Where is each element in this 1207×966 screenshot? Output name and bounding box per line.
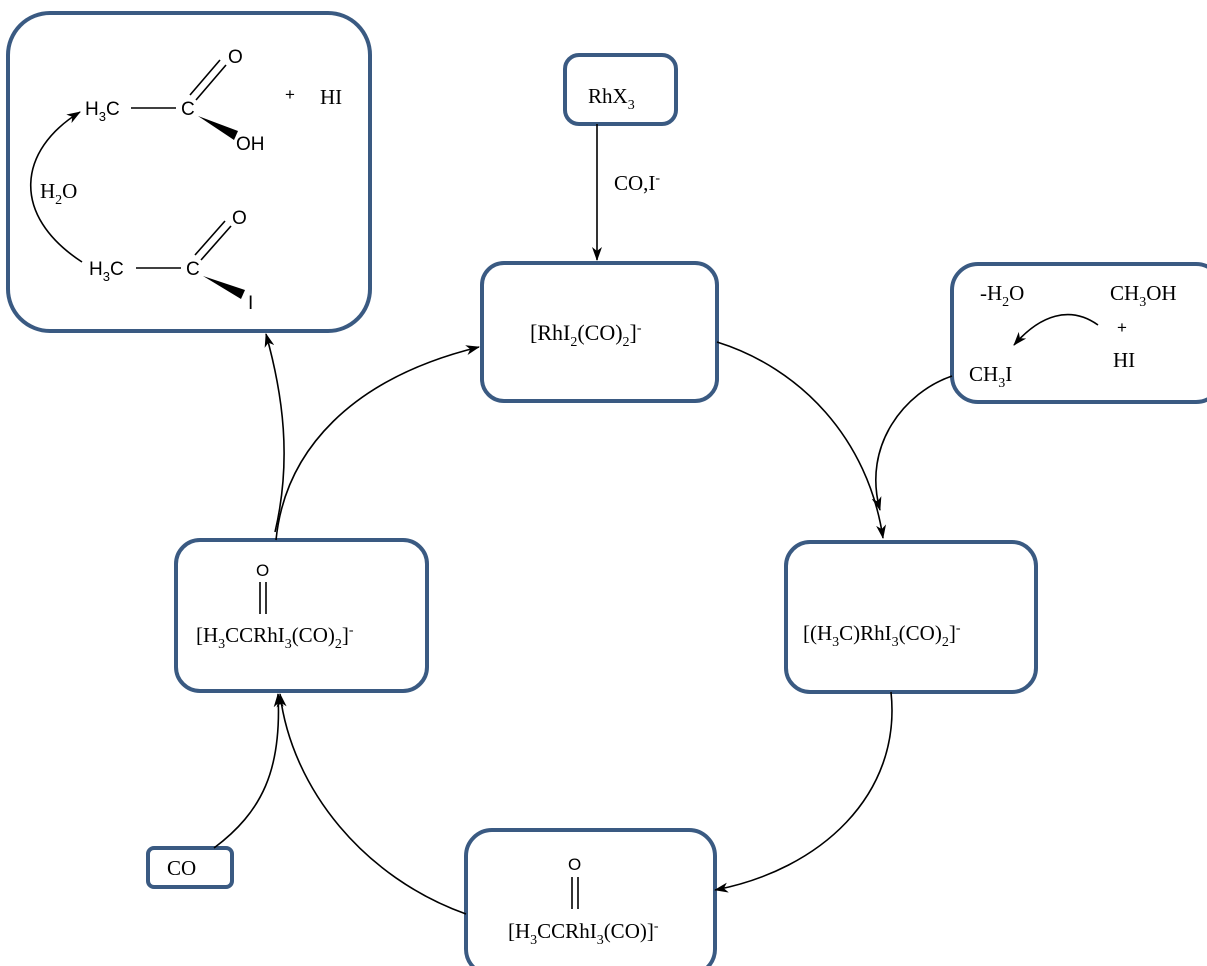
methanol-box-hydrogen-iodide: HI: [1113, 348, 1135, 372]
acetic-acid-co-double-bond-b: [189, 59, 221, 96]
acetyl-iodide-carbon: C: [186, 259, 200, 280]
water-label: H2O: [40, 179, 77, 208]
acetyl-iodide-methyl: H3C: [89, 259, 124, 284]
rhx3-box: [563, 53, 678, 126]
catalyst-box: [480, 261, 719, 403]
minus-water-label: -H2O: [980, 281, 1024, 310]
acetic-acid-co-double-bond-a: [195, 64, 227, 101]
migration-intermediate-box: [464, 828, 717, 966]
acetyl-iodide-wedge-bond: [203, 276, 245, 299]
product-plus: +: [285, 85, 295, 104]
acetyl-iodide-co-double-bond-a: [200, 225, 232, 261]
methanol-box: [950, 262, 1207, 404]
migration-carbonyl-oxygen: O: [568, 855, 581, 874]
arrow-methyl-iodide-to-oxidative-adduct: [871, 375, 953, 511]
acyl-carbonyl-oxygen: O: [256, 561, 269, 580]
methanol-label: CH3OH: [1110, 281, 1177, 310]
acyl-complex-label: [H3CCRhI3(CO)2]-: [196, 623, 354, 652]
arrow-migration-to-acyl-complex: [276, 693, 467, 915]
acetyl-iodide-iodine: I: [248, 293, 253, 314]
co-input-label: CO: [167, 856, 196, 880]
product-hydrogen-iodide: HI: [320, 85, 342, 109]
acetyl-iodide-oxygen: O: [232, 208, 247, 229]
acetic-acid-hydroxyl: OH: [236, 134, 265, 155]
catalyst-label: [RhI2(CO)2]-: [530, 320, 642, 350]
arrow-acyl-complex-to-catalyst: [275, 345, 480, 541]
methyl-iodide-label: CH3I: [969, 362, 1012, 391]
oxidative-adduct-label: [(H3C)RhI3(CO)2]-: [803, 621, 961, 650]
arrow-co-to-acyl-complex: [213, 693, 284, 849]
methanol-plus: +: [1117, 318, 1127, 337]
arrow-methanol-to-methyl-iodide: [1013, 313, 1099, 346]
migration-intermediate-label: [H3CCRhI3(CO)]-: [508, 919, 659, 948]
acyl-complex-box: [174, 538, 429, 693]
arrow-oxidative-adduct-to-migration: [714, 691, 893, 893]
co-input-box: [146, 846, 234, 889]
rhx3-label: RhX3: [588, 84, 635, 113]
acetic-acid-oxygen: O: [228, 47, 243, 68]
arrow-catalyst-to-oxidative-adduct: [716, 341, 887, 539]
acetic-acid-wedge-bond: [198, 116, 238, 140]
product-box: [6, 11, 372, 333]
acetyl-iodide-co-double-bond-b: [194, 220, 226, 256]
acetic-acid-methyl: H3C: [85, 99, 120, 124]
co-iodide-label: CO,I-: [614, 171, 660, 195]
oxidative-adduct-box: [784, 540, 1038, 694]
acetic-acid-carbon: C: [181, 99, 195, 120]
arrow-hydrolysis: [30, 111, 83, 263]
arrow-acyl-complex-to-product: [264, 333, 285, 533]
